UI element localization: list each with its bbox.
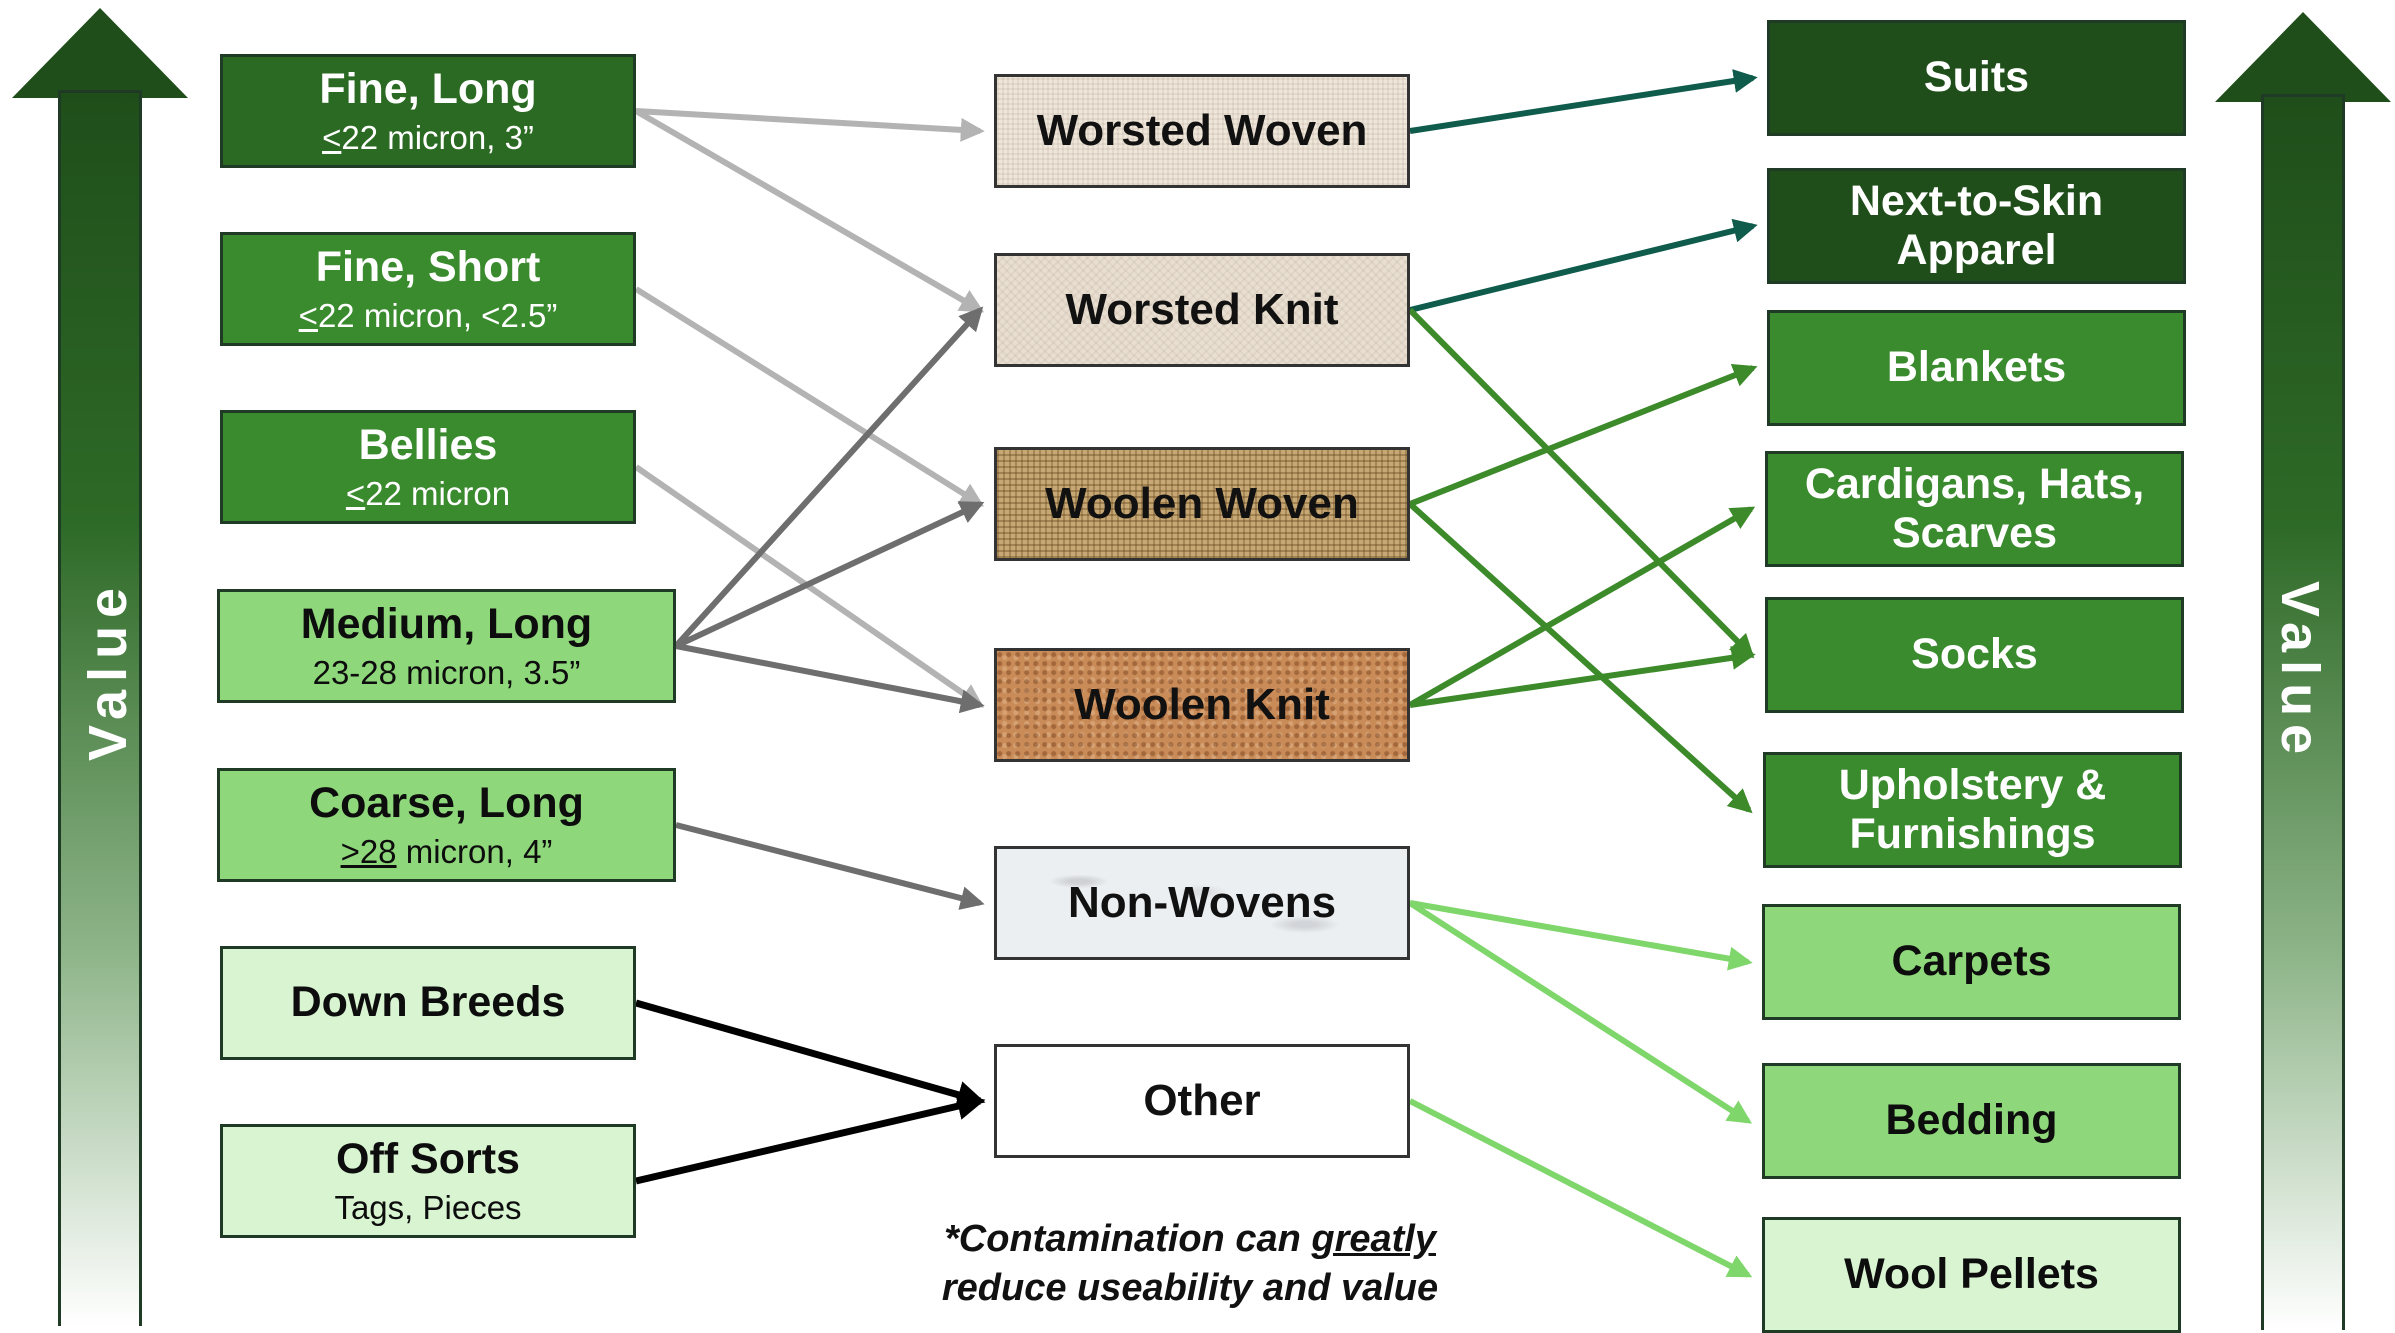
product-label-line2: Apparel <box>1896 226 2057 274</box>
value-arrow-right-head <box>2215 12 2391 102</box>
product-label-line1: Wool Pellets <box>1844 1250 2099 1299</box>
product-label-line2: Furnishings <box>1849 810 2096 858</box>
process-label: Worsted Knit <box>1065 284 1339 334</box>
process-worsted-knit: Worsted Knit <box>994 253 1410 367</box>
arrow-coarse-long-to-non-wovens <box>675 822 985 910</box>
source-title: Bellies <box>358 421 498 470</box>
source-title: Medium, Long <box>300 600 593 649</box>
source-medium-long: Medium, Long 23-28 micron, 3.5” <box>217 589 676 703</box>
source-title: Off Sorts <box>336 1135 520 1184</box>
note-emphasis: greatly <box>1311 1218 1436 1260</box>
product-blankets: Blankets <box>1767 310 2186 426</box>
value-arrow-left-head <box>12 8 188 98</box>
arrow-woolen-woven-to-blankets <box>1408 363 1758 507</box>
process-woolen-woven: Woolen Woven <box>994 447 1410 561</box>
value-arrow-left <box>58 90 142 1326</box>
process-worsted-woven: Worsted Woven <box>994 74 1410 188</box>
process-label: Woolen Woven <box>1045 478 1359 528</box>
note-line2: reduce useability and value <box>941 1267 1439 1310</box>
process-other: Other <box>994 1044 1410 1158</box>
source-detail: <22 micron, <2.5” <box>298 296 558 334</box>
source-title: Down Breeds <box>290 978 566 1027</box>
arrow-medium-long-to-woolen-woven <box>674 501 985 649</box>
product-label-line1: Bedding <box>1885 1096 2058 1145</box>
source-title: Fine, Long <box>319 65 537 114</box>
arrow-woolen-knit-to-socks <box>1409 645 1756 708</box>
source-down-breeds: Down Breeds <box>220 946 636 1060</box>
source-fine-short: Fine, Short <22 micron, <2.5” <box>220 232 636 346</box>
arrow-worsted-knit-to-next-to-skin <box>1409 218 1758 313</box>
contamination-note: *Contamination can greatly reduce useabi… <box>860 1215 1520 1314</box>
arrow-medium-long-to-woolen-knit <box>675 643 985 714</box>
source-title: Fine, Short <box>315 243 541 292</box>
process-label: Woolen Knit <box>1074 679 1330 729</box>
arrow-worsted-knit-to-socks <box>1407 307 1755 659</box>
product-label-line1: Cardigans, Hats, <box>1804 459 2145 508</box>
arrow-fine-short-to-woolen-woven <box>634 286 985 507</box>
source-fine-long: Fine, Long <22 micron, 3” <box>220 54 636 168</box>
source-bellies: Bellies <22 micron <box>220 410 636 524</box>
product-next-to-skin: Next-to-Skin Apparel <box>1767 168 2186 284</box>
source-detail: 23-28 micron, 3.5” <box>312 653 581 691</box>
arrow-medium-long-to-worsted-knit <box>673 306 984 649</box>
product-socks: Socks <box>1765 597 2184 713</box>
source-detail: <22 micron, 3” <box>322 118 534 156</box>
process-label: Other <box>1143 1075 1261 1125</box>
product-label-line1: Suits <box>1923 53 2030 102</box>
arrow-non-wovens-to-carpets <box>1409 900 1753 971</box>
arrow-worsted-woven-to-suits <box>1409 69 1758 134</box>
arrow-off-sorts-to-other <box>635 1092 986 1185</box>
arrow-woolen-woven-to-upholstery <box>1407 501 1753 814</box>
product-label-line1: Upholstery & <box>1838 760 2107 809</box>
product-carpets: Carpets <box>1762 904 2181 1020</box>
arrow-fine-long-to-worsted-knit <box>634 108 985 313</box>
note-prefix: *Contamination can <box>944 1218 1312 1260</box>
source-detail: >28 micron, 4” <box>340 832 553 870</box>
source-off-sorts: Off Sorts Tags, Pieces <box>220 1124 636 1238</box>
source-title: Coarse, Long <box>309 779 584 828</box>
source-coarse-long: Coarse, Long >28 micron, 4” <box>217 768 676 882</box>
arrow-non-wovens-to-bedding <box>1408 900 1753 1124</box>
process-woolen-knit: Woolen Knit <box>994 648 1410 762</box>
process-label: Worsted Woven <box>1036 105 1368 155</box>
arrow-woolen-knit-to-cardigans <box>1408 506 1756 708</box>
product-bedding: Bedding <box>1762 1063 2181 1179</box>
arrow-fine-long-to-worsted-woven <box>635 108 985 142</box>
product-suits: Suits <box>1767 20 2186 136</box>
product-label-line1: Blankets <box>1886 343 2067 392</box>
arrow-down-breeds-to-other <box>635 999 986 1109</box>
arrow-other-to-wool-pellets <box>1408 1098 1753 1278</box>
product-upholstery: Upholstery & Furnishings <box>1763 752 2182 868</box>
source-detail: Tags, Pieces <box>334 1188 522 1226</box>
product-label-line1: Socks <box>1911 630 2038 679</box>
process-non-wovens: Non-Wovens <box>994 846 1410 960</box>
process-label: Non-Wovens <box>1067 877 1337 927</box>
product-label-line1: Next-to-Skin <box>1849 176 2104 225</box>
product-label-line2: Scarves <box>1892 509 2057 557</box>
product-cardigans: Cardigans, Hats, Scarves <box>1765 451 2184 567</box>
value-arrow-right <box>2261 94 2345 1330</box>
product-wool-pellets: Wool Pellets <box>1762 1217 2181 1333</box>
source-detail: <22 micron <box>345 474 511 512</box>
product-label-line1: Carpets <box>1891 937 2052 986</box>
